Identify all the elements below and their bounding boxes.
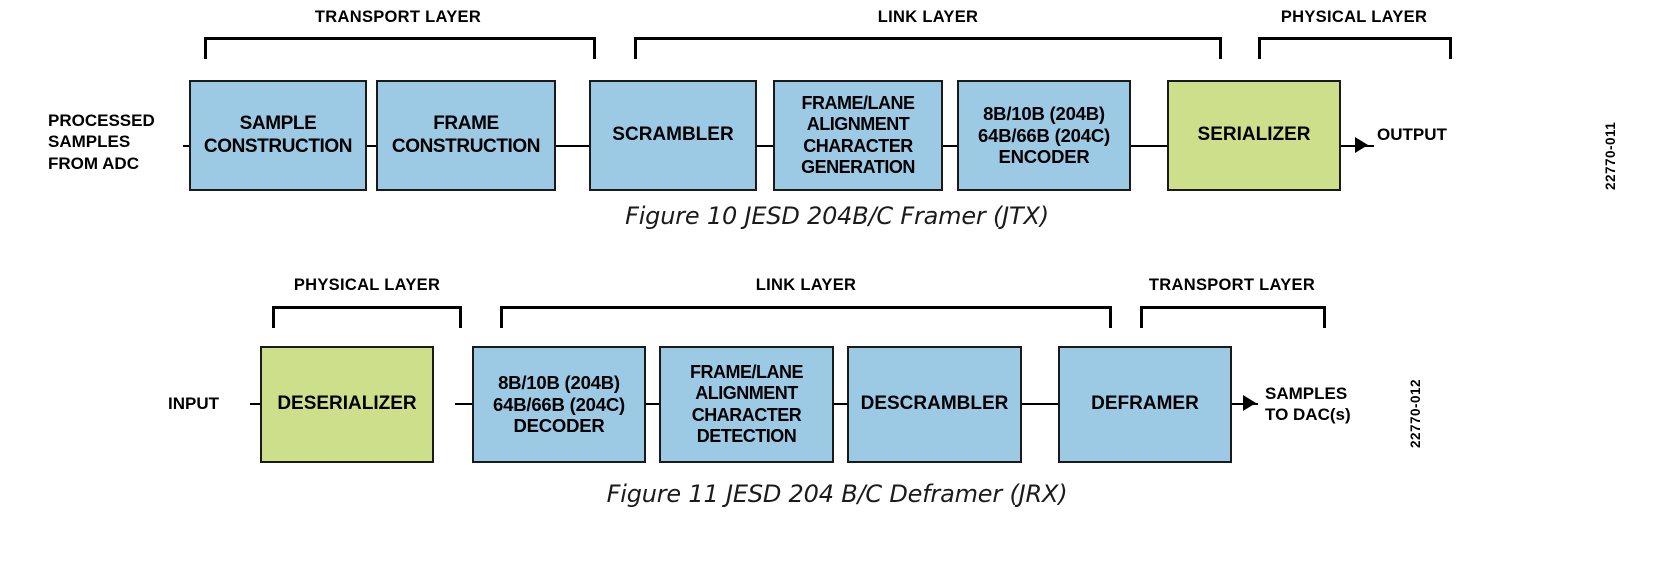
endpoint-input-processed-samples: PROCESSED SAMPLES FROM ADC [48,110,155,174]
layer-label-link: LINK LAYER [755,276,857,294]
block-line: ALIGNMENT [806,114,910,135]
figure-jesd-framer-jtx: TRANSPORT LAYER LINK LAYER PHYSICAL LAYE… [0,0,1674,250]
block-sample-construction: SAMPLE CONSTRUCTION [189,80,367,191]
block-line: 8B/10B (204B) [983,103,1105,125]
figure-jesd-deframer-jrx: PHYSICAL LAYER LINK LAYER TRANSPORT LAYE… [0,258,1674,538]
layer-label-physical: PHYSICAL LAYER [293,276,441,294]
wire-falc-to-encoder [943,145,965,147]
endpoint-line: TO DAC(s) [1265,405,1351,425]
doc-code-jtx: 22770-011 [1603,121,1618,190]
block-line: CONSTRUCTION [203,135,353,157]
bracket-link-layer [500,306,1112,328]
block-line: SCRAMBLER [612,124,734,146]
block-line: 64B/66B (204C) [978,124,1110,146]
bracket-transport-layer [204,37,596,59]
layer-label-physical: PHYSICAL LAYER [1280,8,1428,26]
block-frame-lane-alignment-character-generation: FRAME/LANE ALIGNMENT CHARACTER GENERATIO… [773,80,943,191]
block-8b10b-64b66b-encoder: 8B/10B (204B) 64B/66B (204C) ENCODER [957,80,1131,191]
block-line: DEFRAMER [1091,393,1199,415]
block-line: DESCRAMBLER [860,393,1009,415]
wire-frame-to-scrambler [556,145,600,147]
endpoint-line: SAMPLES [1265,384,1348,403]
block-line: FRAME/LANE [690,362,804,383]
block-line: FRAME/LANE [801,93,916,114]
bracket-physical-layer [1258,37,1452,59]
wire-descrambler-to-deframer [1018,403,1068,405]
endpoint-line: FROM ADC [48,153,139,173]
arrow-output [1355,137,1368,153]
layer-label-link: LINK LAYER [877,8,979,26]
block-scrambler: SCRAMBLER [589,80,757,191]
block-deserializer: DESERIALIZER [260,346,434,463]
block-deframer: DEFRAMER [1058,346,1232,463]
wire-scrambler-to-falc [757,145,781,147]
block-line: DECODER [513,415,605,437]
block-line: SAMPLE [239,113,317,135]
endpoint-line: INPUT [168,394,219,413]
block-line: DETECTION [696,425,797,446]
endpoint-line: SAMPLES [48,132,131,152]
block-line: FRAME [433,113,499,135]
wire-falc-to-descrambler [827,403,854,405]
wire-decoder-to-falc [642,403,669,405]
block-line: ALIGNMENT [695,383,798,404]
bracket-physical-layer [272,306,462,328]
figure-caption-jtx: Figure 10 JESD 204B/C Framer (JTX) [625,202,1049,230]
bracket-transport-layer [1140,306,1326,328]
endpoint-line: OUTPUT [1377,125,1447,144]
block-line: CHARACTER [691,404,802,425]
layer-label-transport: TRANSPORT LAYER [314,8,482,26]
endpoint-output-samples-to-dac: SAMPLES TO DAC(s) [1265,383,1351,426]
block-line: CONSTRUCTION [391,135,541,157]
arrow-output [1243,395,1256,411]
endpoint-output: OUTPUT [1377,124,1447,145]
block-line: CHARACTER [803,135,913,156]
wire-encoder-to-serializer [1131,145,1169,147]
bracket-link-layer [634,37,1222,59]
endpoint-line: PROCESSED [48,111,155,130]
block-line: DESERIALIZER [277,393,417,415]
block-line: ENCODER [998,146,1090,168]
block-line: 8B/10B (204B) [498,372,620,394]
block-descrambler: DESCRAMBLER [847,346,1022,463]
doc-code-jrx: 22770-012 [1408,378,1423,448]
block-serializer: SERIALIZER [1167,80,1341,191]
block-line: SERIALIZER [1197,124,1311,146]
layer-label-transport: TRANSPORT LAYER [1148,276,1316,294]
block-line: GENERATION [801,156,915,177]
block-line: 64B/66B (204C) [493,393,625,415]
block-frame-construction: FRAME CONSTRUCTION [376,80,556,191]
endpoint-input: INPUT [168,393,219,414]
block-frame-lane-alignment-character-detection: FRAME/LANE ALIGNMENT CHARACTER DETECTION [659,346,834,463]
block-8b10b-64b66b-decoder: 8B/10B (204B) 64B/66B (204C) DECODER [472,346,646,463]
figure-caption-jrx: Figure 11 JESD 204 B/C Deframer (JRX) [606,480,1068,508]
